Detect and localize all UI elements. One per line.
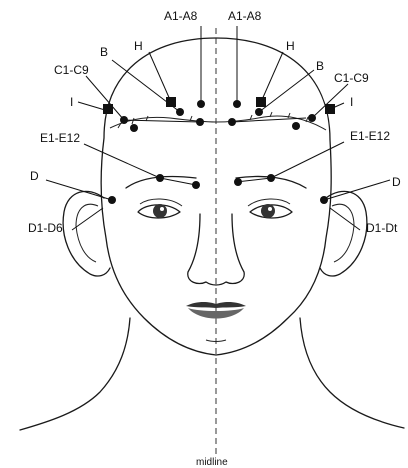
- label-a-left: A1-A8: [164, 9, 198, 23]
- electrode-d-left: [108, 196, 116, 204]
- left-ear: [63, 191, 110, 276]
- electrode-e-left-2: [192, 181, 200, 189]
- right-eye: [248, 199, 292, 218]
- neck-outline: [20, 318, 130, 430]
- label-b-right: B: [316, 59, 324, 73]
- electrode-c-right: [308, 114, 316, 122]
- electrode-d-right: [320, 196, 328, 204]
- electrode-i-left: [103, 104, 113, 114]
- label-b-left: B: [100, 45, 108, 59]
- label-a-right: A1-A8: [228, 9, 262, 23]
- label-i-left: I: [70, 95, 73, 109]
- label-midline: midline: [196, 457, 228, 468]
- label-d-right: D: [392, 175, 401, 189]
- label-d16-right: D1-Dt: [366, 221, 398, 235]
- leader-lines: [46, 26, 390, 230]
- label-d16-left: D1-D6: [28, 221, 63, 235]
- electrode-e-left: [156, 174, 164, 182]
- electrode-h-left: [166, 97, 176, 107]
- label-e-left: E1-E12: [40, 131, 80, 145]
- electrode-hairline-left-2: [196, 118, 204, 126]
- electrode-squares: [103, 97, 335, 114]
- right-ear-inner: [332, 204, 354, 262]
- electrode-hairline-left-1: [130, 124, 138, 132]
- electrode-e-right-2: [234, 178, 242, 186]
- label-h-left: H: [134, 39, 143, 53]
- electrode-hairline-right-2: [292, 122, 300, 130]
- labels: A1-A8 A1-A8 H H B B C1-C9 C1-C9 I I E1-E…: [28, 9, 401, 468]
- label-d-left: D: [30, 169, 39, 183]
- hairline-texture: [118, 112, 308, 128]
- left-eye: [138, 199, 182, 218]
- label-h-right: H: [286, 39, 295, 53]
- electrode-i-right: [325, 104, 335, 114]
- electrode-a-left: [197, 100, 205, 108]
- label-c-right: C1-C9: [334, 71, 369, 85]
- electrode-h-right: [256, 97, 266, 107]
- neck-outline-right: [300, 318, 404, 428]
- electrode-c-left: [120, 116, 128, 124]
- electrode-b-left: [176, 108, 184, 116]
- electrode-dots: [108, 100, 328, 204]
- electrode-a-right: [233, 100, 241, 108]
- label-i-right: I: [350, 95, 353, 109]
- electrode-hairline-right-1: [228, 118, 236, 126]
- left-ear-inner: [76, 204, 98, 262]
- electrode-e-right: [267, 174, 275, 182]
- label-c-left: C1-C9: [54, 63, 89, 77]
- label-e-right: E1-E12: [350, 129, 390, 143]
- electrode-b-right: [255, 108, 263, 116]
